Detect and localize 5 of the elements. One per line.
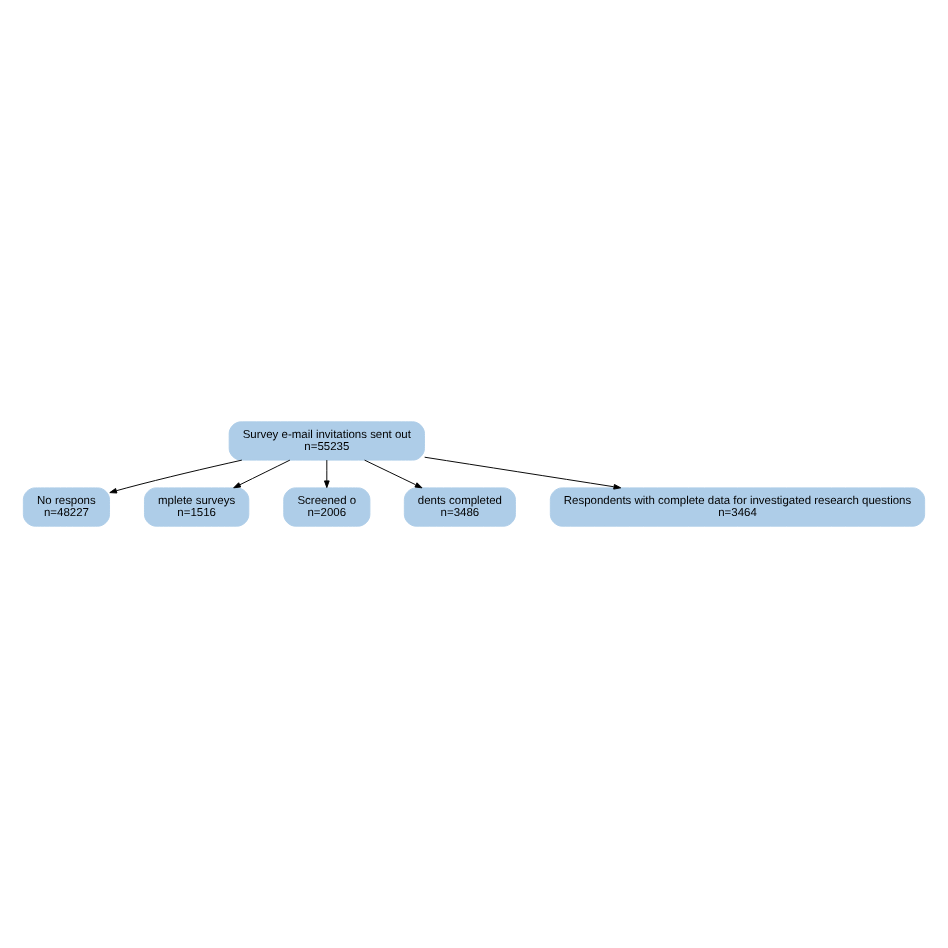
arrow: [424, 456, 622, 490]
arrow: [364, 459, 423, 489]
arrow: [109, 459, 243, 494]
arrow: [324, 459, 330, 489]
arrow: [233, 459, 291, 489]
